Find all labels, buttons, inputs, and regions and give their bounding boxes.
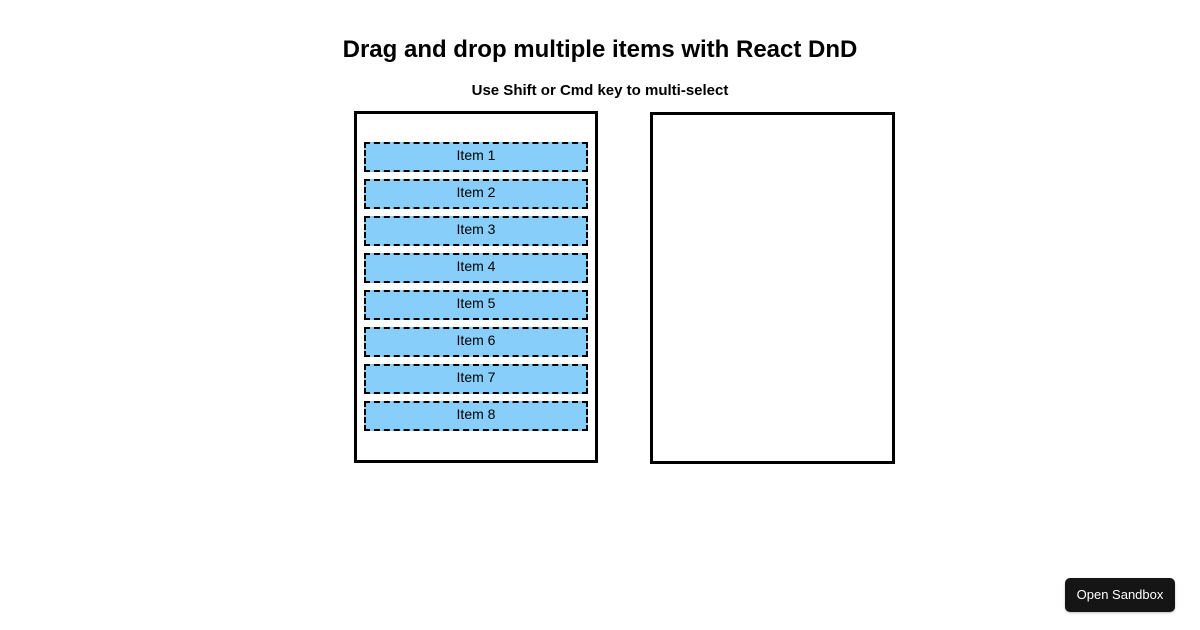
draggable-item[interactable]: Item 8 <box>364 401 588 431</box>
source-item-list: Item 1 Item 2 Item 3 Item 4 Item 5 Item 6 Item… <box>362 142 590 431</box>
draggable-item[interactable]: Item 7 <box>364 364 588 394</box>
draggable-item[interactable]: Item 4 <box>364 253 588 283</box>
page-title: Drag and drop multiple items with React … <box>342 36 858 64</box>
source-list-container[interactable]: Item 1 Item 2 Item 3 Item 4 Item 5 Item 6 Item… <box>354 111 598 463</box>
draggable-item[interactable]: Item 6 <box>364 327 588 357</box>
drop-target-container[interactable] <box>650 112 895 464</box>
draggable-item[interactable]: Item 5 <box>364 290 588 320</box>
dnd-board: Item 1 Item 2 Item 3 Item 4 Item 5 Item 6 Item… <box>354 111 896 465</box>
page-subtitle: Use Shift or Cmd key to multi-select <box>471 82 729 100</box>
draggable-item[interactable]: Item 3 <box>364 216 588 246</box>
draggable-item[interactable]: Item 1 <box>364 142 588 172</box>
open-sandbox-button[interactable]: Open Sandbox <box>1065 578 1175 612</box>
draggable-item[interactable]: Item 2 <box>364 179 588 209</box>
